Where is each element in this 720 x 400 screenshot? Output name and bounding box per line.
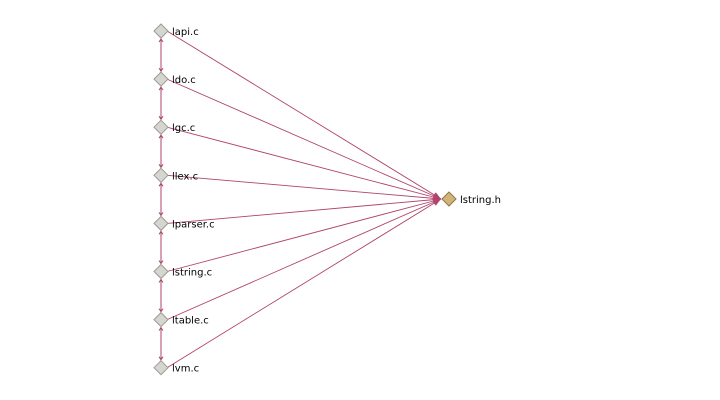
source-node-label[interactable]: llex.c	[172, 171, 198, 182]
source-node-label[interactable]: ldo.c	[172, 75, 196, 86]
chain-arrow-up	[158, 326, 164, 331]
chain-arrow-up	[158, 278, 164, 283]
source-node-label[interactable]: lvm.c	[172, 364, 199, 375]
diamond-icon[interactable]	[153, 71, 169, 87]
diamond-icon[interactable]	[153, 167, 169, 184]
chain-arrow-up	[158, 182, 164, 187]
source-node-label[interactable]: lapi.c	[172, 27, 199, 38]
chain-arrow-up	[158, 134, 164, 139]
source-node[interactable]: lapi.c	[153, 23, 199, 39]
target-node[interactable]: lstring.h	[441, 191, 501, 207]
dependency-edge	[166, 126, 442, 200]
diamond-icon[interactable]	[153, 119, 169, 135]
chain-arrow-up	[158, 38, 164, 43]
source-node[interactable]: ltable.c	[153, 311, 209, 328]
target-node-label[interactable]: lstring.h	[460, 195, 501, 206]
source-node-label[interactable]: lparser.c	[172, 219, 215, 230]
chain-arrow-down	[158, 212, 164, 217]
dependency-edge	[166, 198, 442, 272]
dependency-edge	[166, 174, 442, 202]
diamond-icon[interactable]	[153, 263, 169, 280]
diamond-icon[interactable]	[153, 359, 169, 376]
chain-arrow-down	[158, 115, 164, 121]
source-node-label[interactable]: ltable.c	[172, 316, 209, 327]
dependency-edge	[166, 78, 442, 200]
edges-layer	[158, 30, 442, 369]
chain-arrow-down	[158, 308, 164, 313]
source-node-label[interactable]: lstring.c	[172, 268, 212, 279]
dependency-edge	[166, 30, 442, 200]
chain-arrow-up	[158, 86, 164, 91]
diamond-icon[interactable]	[153, 23, 169, 39]
diamond-icon[interactable]	[153, 311, 169, 328]
chain-arrow-down	[158, 67, 164, 73]
source-node[interactable]: ldo.c	[153, 71, 196, 87]
dependency-edge	[166, 198, 442, 321]
source-node[interactable]: lgc.c	[153, 119, 195, 135]
source-node[interactable]: llex.c	[153, 167, 198, 184]
chain-arrow-down	[158, 356, 164, 361]
chain-arrow-down	[158, 260, 164, 265]
chain-arrow-up	[158, 230, 164, 235]
source-node[interactable]: lparser.c	[153, 215, 215, 232]
diamond-icon[interactable]	[441, 191, 457, 207]
nodes-layer: lapi.c ldo.c lgc.c llex.c lparser.c lstring.c…	[153, 23, 501, 376]
source-node[interactable]: lvm.c	[153, 359, 199, 376]
diamond-icon[interactable]	[153, 215, 169, 232]
source-node[interactable]: lstring.c	[153, 263, 212, 280]
source-node-label[interactable]: lgc.c	[172, 123, 195, 134]
chain-arrow-down	[158, 164, 164, 169]
dependency-edge	[166, 198, 442, 369]
dependency-edge	[166, 196, 442, 224]
